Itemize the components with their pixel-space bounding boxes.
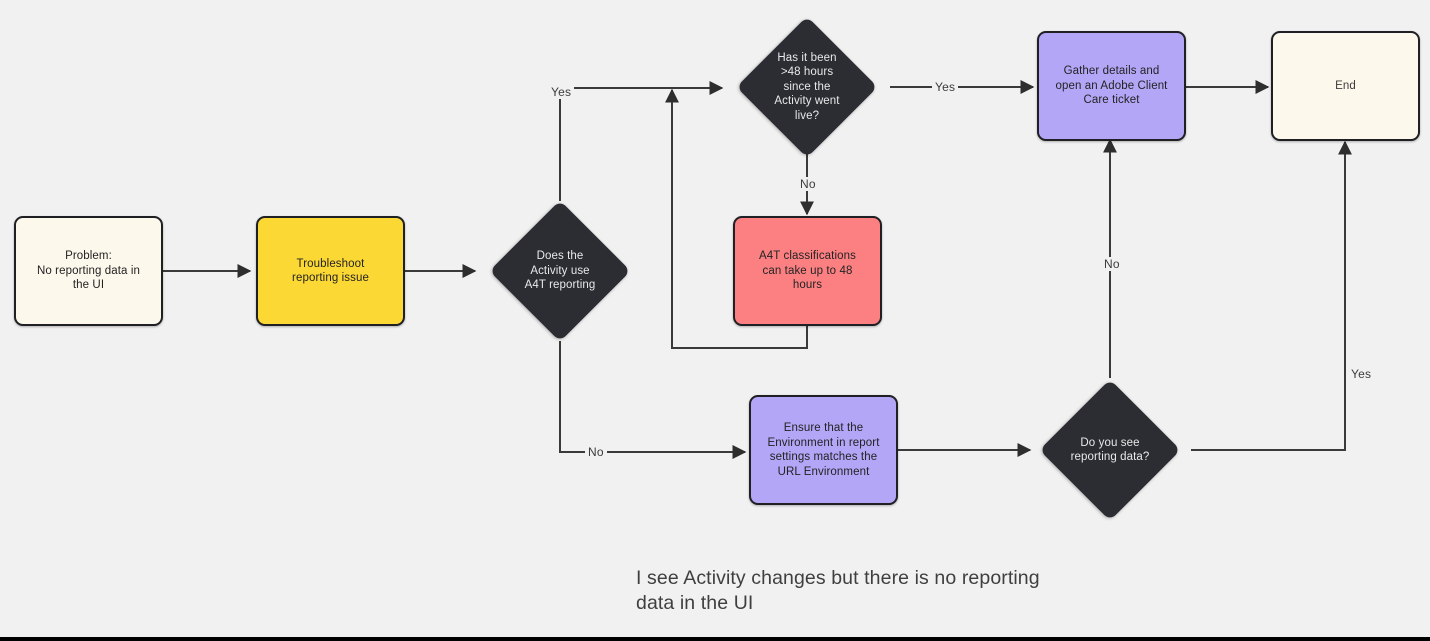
node-problem-label: Problem: No reporting data in the UI bbox=[36, 250, 140, 292]
node-ensure-env[interactable]: Ensure that the Environment in report se… bbox=[749, 395, 898, 505]
edge-seedata-yes-to-end bbox=[1191, 140, 1352, 451]
edge-label-a4t-yes: Yes bbox=[548, 85, 575, 99]
node-classifications[interactable]: A4T classifications can take up to 48 ho… bbox=[733, 216, 882, 326]
node-classifications-label: A4T classifications can take up to 48 ho… bbox=[759, 250, 856, 292]
node-troubleshoot-label: Troubleshoot reporting issue bbox=[292, 257, 369, 285]
edge-label-hours-yes: Yes bbox=[932, 80, 959, 94]
edge-label-seedata-yes: Yes bbox=[1348, 367, 1375, 381]
edge-label-a4t-no: No bbox=[585, 445, 607, 459]
node-troubleshoot[interactable]: Troubleshoot reporting issue bbox=[256, 216, 405, 326]
node-gather-details[interactable]: Gather details and open an Adobe Client … bbox=[1037, 31, 1186, 141]
edge-a4t-yes-to-hours bbox=[559, 81, 724, 201]
node-gather-details-label: Gather details and open an Adobe Client … bbox=[1055, 65, 1168, 107]
node-see-data-decision[interactable]: Do you see reporting data? bbox=[1025, 379, 1195, 521]
diagram-caption: I see Activity changes but there is no r… bbox=[636, 567, 1040, 614]
edge-a4t-no-to-ensure bbox=[559, 341, 747, 459]
node-a4t-decision-label: Does the Activity use A4T reporting bbox=[524, 250, 596, 292]
edge-label-seedata-no: No bbox=[1101, 257, 1123, 271]
node-a4t-decision[interactable]: Does the Activity use A4T reporting bbox=[475, 200, 645, 342]
node-see-data-decision-label: Do you see reporting data? bbox=[1070, 436, 1150, 464]
node-problem[interactable]: Problem: No reporting data in the UI bbox=[14, 216, 163, 326]
node-end[interactable]: End bbox=[1271, 31, 1420, 141]
edge-label-hours-no: No bbox=[797, 177, 819, 191]
node-ensure-env-label: Ensure that the Environment in report se… bbox=[767, 422, 880, 478]
node-hours-decision-label: Has it been >48 hours since the Activity… bbox=[774, 51, 840, 122]
node-hours-decision[interactable]: Has it been >48 hours since the Activity… bbox=[722, 16, 892, 158]
node-end-label: End bbox=[1335, 79, 1356, 92]
